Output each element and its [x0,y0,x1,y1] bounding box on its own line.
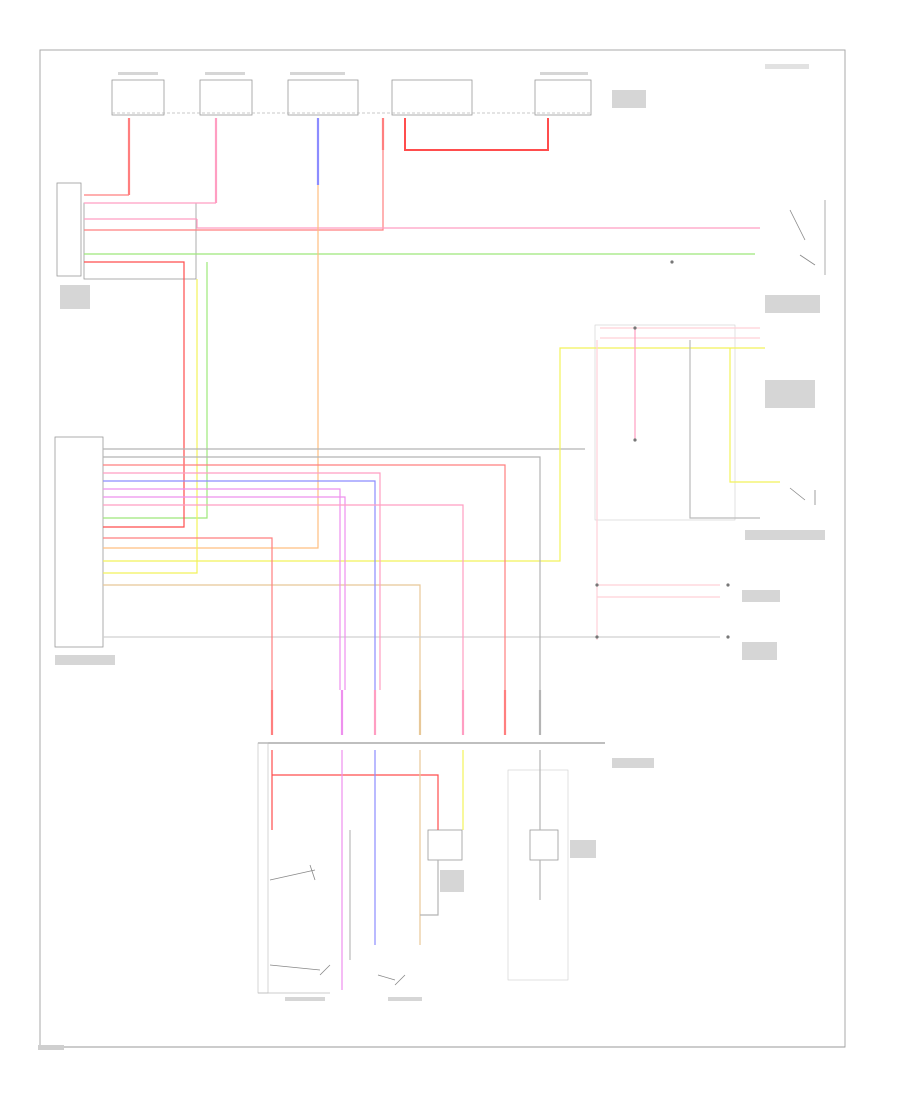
lockup-switch-symbol [789,487,816,505]
wire-yellow-lower [729,348,780,483]
component-label [742,642,777,660]
component-label [388,997,422,1001]
component-label [570,840,596,858]
fuse-box-group [111,79,592,116]
component-label [745,530,825,540]
page-reference-mark [765,64,809,69]
fuse-box-3 [287,79,359,116]
junction-dot [633,438,637,442]
junction-dot [595,635,599,639]
upper-connector-body [83,202,197,280]
wire-to-lower-2 [103,464,506,690]
wire-sensor-out [420,860,439,916]
wire-to-pressure-switch [196,219,760,229]
wire-to-lower-6 [103,496,346,690]
lower-harness-wires [103,456,541,690]
lower-spring-segments [270,690,542,735]
brake-switch-symbol [269,864,316,881]
component-label [55,655,115,665]
wire-to-lower-4 [103,480,376,690]
fuse-box-5 [534,79,592,116]
wire-green-down [103,262,208,519]
speed-sensor-box [427,829,463,861]
page-tag-mark [38,1045,64,1050]
wire-to-lower-3 [103,472,381,690]
pressure-switch-symbol [789,209,816,266]
component-label [742,590,780,602]
component-label [440,870,464,892]
junction-dot [726,635,730,639]
wire-fuse4-to-fuse5 [404,118,549,151]
fuse-box-1 [111,79,165,116]
wire-yellow-top [103,347,765,562]
fuse-label [612,90,646,108]
junction-dot [726,583,730,587]
fuse-label [290,72,345,75]
control-solenoid-box [529,829,559,861]
solenoid-housing [507,769,569,981]
wire-grey-vertical [689,340,760,519]
wire-orange-long [103,185,319,549]
fuse-box-2 [199,79,253,116]
junction-dot [633,326,637,330]
illegible-labels [55,72,825,1001]
below-connector-wires [271,750,541,990]
fuse-box-4 [391,79,473,116]
fuse-label [205,72,245,75]
component-label [612,758,654,768]
junction-dot [595,583,599,587]
wire-red-cross [272,774,439,830]
upper-connector [56,182,82,277]
wire-gauge-4 [84,150,384,231]
component-label [765,295,820,313]
pressure-switch-box [594,324,736,521]
fuse-drop-wires [127,118,385,203]
switch-symbols [258,200,826,994]
fuse-label [118,72,158,75]
component-label [285,997,325,1001]
wire-pink-switch-1 [103,584,421,700]
upper-connector-wires [84,150,760,574]
neutral-switch-symbol [377,974,406,986]
fuse-label [540,72,588,75]
wire-yellow-bus [103,279,198,574]
overdrive-switch-symbol [269,964,331,976]
component-label [60,285,90,309]
right-module-wires [103,327,780,700]
wire-red-down [84,261,185,528]
lower-connector-area [257,742,269,994]
wire-to-lower-1 [103,456,541,690]
junction-dot [670,260,674,264]
junction-dots [595,260,730,639]
component-label [765,380,815,408]
wire-to-lower-5 [103,488,341,690]
control-unit-connector [54,436,104,648]
wire-to-lower-8 [103,537,273,690]
wire-to-lower-7 [103,504,464,690]
